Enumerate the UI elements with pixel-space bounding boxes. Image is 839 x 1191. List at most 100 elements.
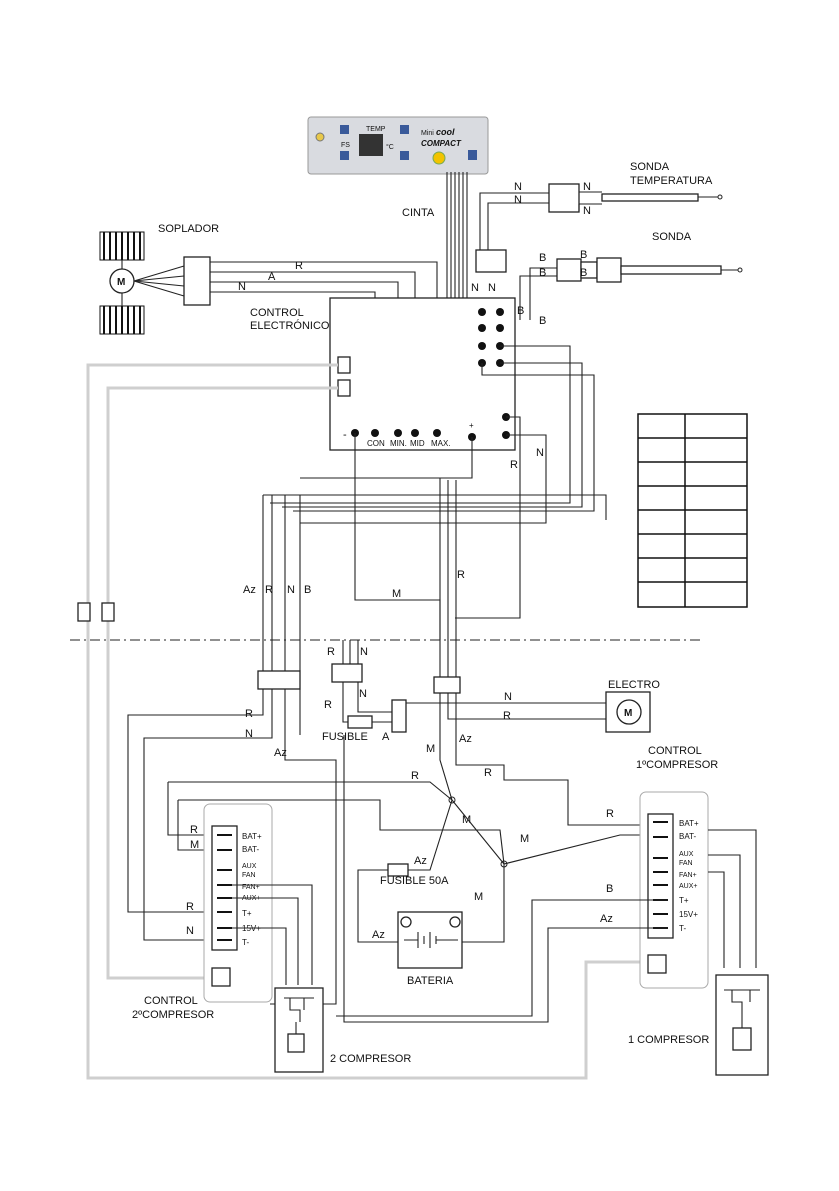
wire-code-r: R: [327, 646, 335, 658]
wire-code-n: N: [287, 584, 295, 596]
wire-code-b: B: [539, 315, 546, 327]
wire-code-m: M: [426, 743, 435, 755]
wire-code-m: M: [392, 588, 401, 600]
sonda-label: SONDA: [652, 231, 692, 243]
wire-code-n: N: [514, 194, 522, 206]
wire-code-az: Az: [459, 733, 472, 745]
electro-connector: [433, 676, 461, 694]
harness-connector-left: [257, 670, 301, 690]
wire-code-n: N: [583, 205, 591, 217]
blower-fan: M: [99, 231, 211, 335]
compresor-2-box: [274, 987, 324, 1073]
fuse-icon: [347, 715, 373, 729]
battery-minus-icon: [449, 916, 461, 928]
wire-code-n: N: [488, 282, 496, 294]
legend-table: [637, 413, 748, 608]
compresor-1-coil-icon: [732, 1027, 752, 1051]
wire-code-b: B: [517, 305, 524, 317]
wire-code-az: Az: [372, 929, 385, 941]
wire-code-n: N: [504, 691, 512, 703]
wire-code-n: N: [360, 646, 368, 658]
panel-fs-label: FS: [341, 142, 350, 149]
compresor-1-label: 1 COMPRESOR: [628, 1034, 709, 1046]
temperature-probe: [475, 183, 723, 273]
c1-fan-plus: FAN+: [679, 872, 697, 879]
fuse-holder-1: [337, 356, 351, 374]
wire-code-m: M: [190, 839, 199, 851]
c2-t-plus: T+: [242, 909, 252, 918]
fuse-block: [391, 699, 407, 733]
control-2-label-1: CONTROL: [144, 995, 198, 1007]
fuse-holder-2: [337, 379, 351, 397]
wire-code-r: R: [606, 808, 614, 820]
wire-code-n: N: [238, 281, 246, 293]
wire-code-b: B: [539, 267, 546, 279]
c1-15v-plus: 15V+: [679, 910, 698, 919]
panel-brand-cool: cool: [436, 127, 455, 137]
c1-aux: AUX: [679, 851, 694, 858]
c2-aux: AUX: [242, 863, 257, 870]
ribbon-cable: [446, 172, 468, 300]
wire-code-r: R: [324, 699, 332, 711]
panel-logo-icon: [432, 151, 446, 165]
wire-code-az: Az: [243, 584, 256, 596]
wire-code-a: A: [268, 271, 276, 283]
control-2-terminals: [217, 834, 232, 941]
wire-code-m: M: [520, 833, 529, 845]
wire-code-r: R: [411, 770, 419, 782]
wire-code-b: B: [580, 249, 587, 261]
wire-code-az: Az: [414, 855, 427, 867]
ground-connector-1: [77, 602, 91, 622]
soplador-label: SOPLADOR: [158, 223, 219, 235]
electro-motor-icon: [616, 699, 642, 725]
wire-code-r: R: [245, 708, 253, 720]
electro-motor-label: M: [624, 708, 632, 719]
sonda-temperatura-label-1: SONDA: [630, 161, 670, 173]
panel-power-button[interactable]: [468, 150, 477, 160]
wire-code-m: M: [474, 891, 483, 903]
c2-fan: FAN: [242, 872, 256, 879]
wire-code-b: B: [304, 584, 311, 596]
wire-code-n: N: [471, 282, 479, 294]
wire-code-az: Az: [600, 913, 613, 925]
terminal-plus-label: +: [469, 421, 474, 430]
wire-code-n: N: [245, 728, 253, 740]
fuse-connector: [331, 663, 363, 683]
bateria-label: BATERIA: [407, 975, 454, 987]
compresor-2-coil-icon: [287, 1033, 305, 1053]
panel-unit-label: °C: [386, 143, 394, 151]
c2-fan-plus: FAN+: [242, 884, 260, 891]
c2-bat-minus: BAT-: [242, 845, 260, 854]
terminal-mid-label: MID: [410, 439, 425, 448]
control-1-label-1: CONTROL: [648, 745, 702, 757]
wire-code-m: M: [462, 814, 471, 826]
panel-temp-label: TEMP: [366, 126, 386, 133]
control-2-plug: [211, 967, 231, 987]
wire-code-n: N: [186, 925, 194, 937]
fusible-label: FUSIBLE: [322, 731, 368, 743]
control-1-label-2: 1ºCOMPRESOR: [636, 759, 718, 771]
terminal-con-label: CON: [367, 439, 385, 448]
wire-code-az: Az: [274, 747, 287, 759]
sonda-probe: [519, 257, 743, 320]
wire-code-r: R: [295, 260, 303, 272]
wire-code-r: R: [186, 901, 194, 913]
blower-motor-label: M: [117, 277, 125, 288]
panel-brand-compact: COMPACT: [421, 139, 462, 148]
control-2-terminal-strip: [211, 825, 238, 951]
wire-code-r: R: [484, 767, 492, 779]
control-panel: TEMP FS °C Mini cool COMPACT: [307, 116, 489, 175]
wire-code-a: A: [382, 731, 390, 743]
wire-code-r: R: [457, 569, 465, 581]
control-electronico-box: [329, 297, 516, 451]
battery-plus-icon: [400, 916, 412, 928]
control-electronico-label-1: CONTROL: [250, 307, 304, 319]
wire-code-r: R: [510, 459, 518, 471]
wire-code-b: B: [606, 883, 613, 895]
battery: [397, 911, 463, 969]
control-1-terminal-strip: [647, 813, 674, 939]
wire-code-r: R: [503, 710, 511, 722]
wire-code-n: N: [514, 181, 522, 193]
c1-t-plus: T+: [679, 896, 689, 905]
